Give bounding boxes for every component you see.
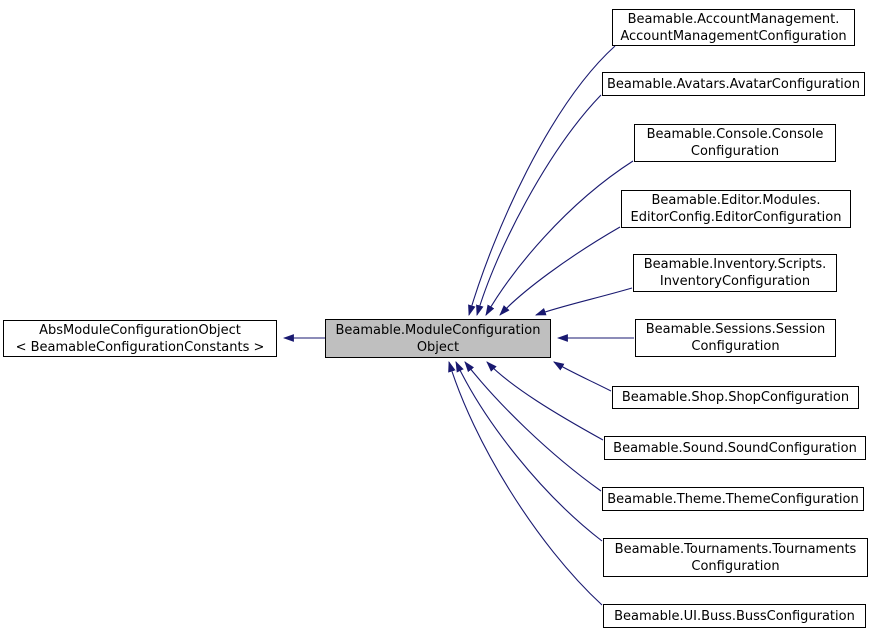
node-soundconfiguration[interactable]: Beamable.Sound.SoundConfiguration [604,436,866,460]
node-sessionconfiguration[interactable]: Beamable.Sessions.Session Configuration [635,319,836,357]
node-themeconfiguration[interactable]: Beamable.Theme.ThemeConfiguration [602,487,864,511]
node-bussconfiguration[interactable]: Beamable.UI.Buss.BussConfiguration [603,604,866,628]
node-absmoduleconfigurationobject[interactable]: AbsModuleConfigurationObject < BeamableC… [3,320,277,357]
node-consoleconfiguration[interactable]: Beamable.Console.Console Configuration [634,124,836,162]
inheritance-arrow-shop [553,361,612,392]
node-shopconfiguration[interactable]: Beamable.Shop.ShopConfiguration [612,386,859,409]
node-label: Beamable.Inventory.Scripts. InventoryCon… [643,257,827,289]
node-tournamentsconfiguration[interactable]: Beamable.Tournaments.Tournaments Configu… [603,538,868,577]
node-label: Beamable.Sound.SoundConfiguration [613,440,857,456]
node-inventoryconfiguration[interactable]: Beamable.Inventory.Scripts. InventoryCon… [633,254,837,292]
node-label: Beamable.Shop.ShopConfiguration [621,390,850,405]
inheritance-arrow-bussconfiguration [448,360,603,606]
node-accountmanagementconfiguration[interactable]: Beamable.AccountManagement. AccountManag… [612,9,855,46]
inheritance-arrow-sound [486,361,604,441]
node-avatarconfiguration[interactable]: Beamable.Avatars.AvatarConfiguration [602,72,865,96]
node-label: Beamable.Tournaments.Tournaments Configu… [614,541,857,574]
inheritance-arrow-console [485,160,634,316]
node-label: Beamable.ModuleConfiguration Object [335,322,541,355]
node-label: Beamable.Sessions.Session Configuration [645,322,826,354]
node-moduleconfigurationobject: Beamable.ModuleConfiguration Object [325,319,551,358]
node-label: Beamable.Theme.ThemeConfiguration [607,491,859,507]
node-label: Beamable.UI.Buss.BussConfiguration [614,608,855,624]
node-editorconfiguration[interactable]: Beamable.Editor.Modules. EditorConfig.Ed… [621,190,851,228]
node-label: AbsModuleConfigurationObject < BeamableC… [15,322,265,355]
inheritance-arrow-accountmanagement [468,45,616,317]
inheritance-arrow-inventory [534,287,633,316]
inheritance-arrow-tournaments [455,361,603,542]
node-label: Beamable.Editor.Modules. EditorConfig.Ed… [630,193,842,225]
node-label: Beamable.Console.Console Configuration [646,127,824,159]
node-label: Beamable.AccountManagement. AccountManag… [620,11,847,44]
inheritance-arrow-avatars [476,94,602,317]
node-label: Beamable.Avatars.AvatarConfiguration [607,76,860,92]
inheritance-arrow-editor [499,226,621,316]
inheritance-arrow-theme [464,361,602,492]
